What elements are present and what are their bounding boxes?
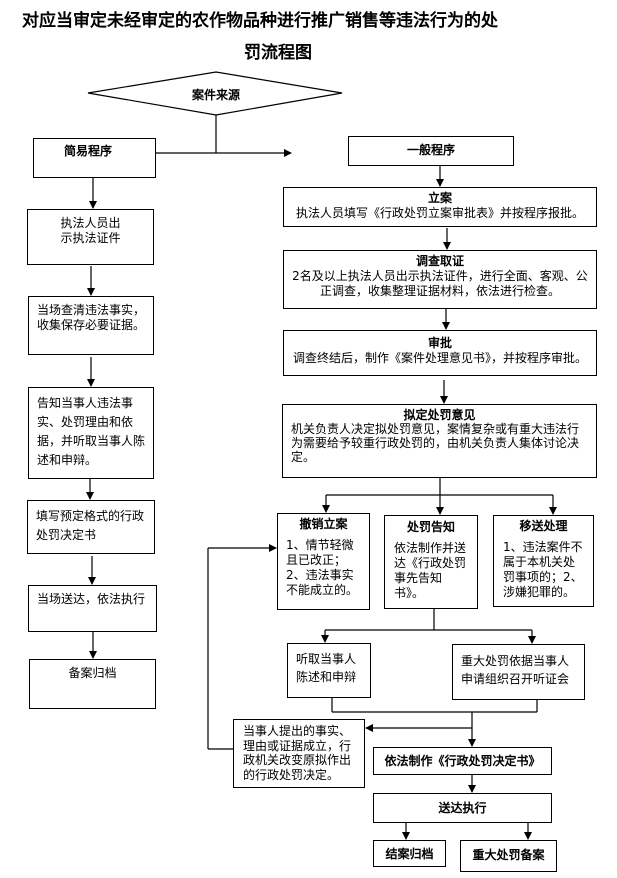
general-step-filing: 立案 执法人员填写《行政处罚立案审批表》并按程序报批。 <box>283 187 597 227</box>
step-title: 立案 <box>427 191 452 205</box>
branch-text: 1、情节轻微且已改正；2、违法事实不能成立的。 <box>286 538 359 597</box>
major-hearing-box: 重大处罚依据当事人申请组织召开听证会 <box>452 644 585 700</box>
simple-step-6: 备案归档 <box>29 659 156 709</box>
decision-changed-box: 当事人提出的事实、理由或证据成立，行政机关改变原拟作出的行政处罚决定。 <box>233 719 365 788</box>
simple-step-5: 当场送达，依法执行 <box>28 585 157 632</box>
step-title: 审批 <box>427 336 452 350</box>
decision-document-box: 依法制作《行政处罚决定书》 <box>373 747 552 775</box>
general-step-approval: 审批 调查终结后，制作《案件处理意见书》，并按程序审批。 <box>283 330 597 376</box>
general-step-investigation: 调查取证 2名及以上执法人员出示执法证件，进行全面、客观、公正调查，收集整理证据… <box>283 250 597 309</box>
step-title: 调查取证 <box>415 254 464 268</box>
step-title: 拟定处罚意见 <box>403 408 476 422</box>
branch-text: 依法制作并送达《行政处罚事先告知书》。 <box>394 541 467 600</box>
hearing-box: 听取当事人陈述和申辩 <box>287 643 371 698</box>
source-diamond <box>87 71 343 116</box>
simple-step-4: 填写预定格式的行政处罚决定书 <box>27 500 155 554</box>
step-text: 调查终结后，制作《案件处理意见书》，并按程序审批。 <box>292 351 587 365</box>
general-procedure-box: 一般程序 <box>348 136 514 166</box>
execute-box: 送达执行 <box>373 793 552 823</box>
branch-title: 移送处理 <box>519 519 568 533</box>
title-line-1: 对应当审定未经审定的农作物品种进行推广销售等违法行为的处 <box>22 11 498 31</box>
case-source-label: 案件来源 <box>191 88 240 102</box>
general-step-opinion: 拟定处罚意见 机关负责人决定拟处罚意见，案情复杂或有重大违法行为需要给予较重行政… <box>282 404 597 478</box>
branch-cancel: 撤销立案 1、情节轻微且已改正；2、违法事实不能成立的。 <box>277 513 370 610</box>
major-record-box: 重大处罚备案 <box>460 840 557 872</box>
step-text: 机关负责人决定拟处罚意见，案情复杂或有重大违法行为需要给予较重行政处罚的，由机关… <box>291 422 580 464</box>
close-archive-box: 结案归档 <box>373 840 446 867</box>
branch-title: 处罚告知 <box>406 520 455 534</box>
simple-procedure-box: 简易程序 <box>33 138 156 178</box>
branch-text: 1、违法案件不属于本机关处罚事项的；2、涉嫌犯罪的。 <box>503 540 583 599</box>
title-line-2: 罚流程图 <box>244 43 312 63</box>
simple-step-1: 执法人员出示执法证件 <box>27 209 154 265</box>
step-text: 执法人员填写《行政处罚立案审批表》并按程序报批。 <box>295 206 584 220</box>
simple-step-2: 当场查清违法事实，收集保存必要证据。 <box>28 296 154 355</box>
branch-notice: 处罚告知 依法制作并送达《行政处罚事先告知书》。 <box>384 515 478 609</box>
branch-transfer: 移送处理 1、违法案件不属于本机关处罚事项的；2、涉嫌犯罪的。 <box>493 515 594 607</box>
simple-step-3: 告知当事人违法事实、处罚理由和依据，并听取当事人陈述和申辩。 <box>28 387 154 479</box>
branch-title: 撤销立案 <box>299 517 348 531</box>
step-text: 2名及以上执法人员出示执法证件，进行全面、客观、公正调查，收集整理证据材料，依法… <box>292 269 588 298</box>
